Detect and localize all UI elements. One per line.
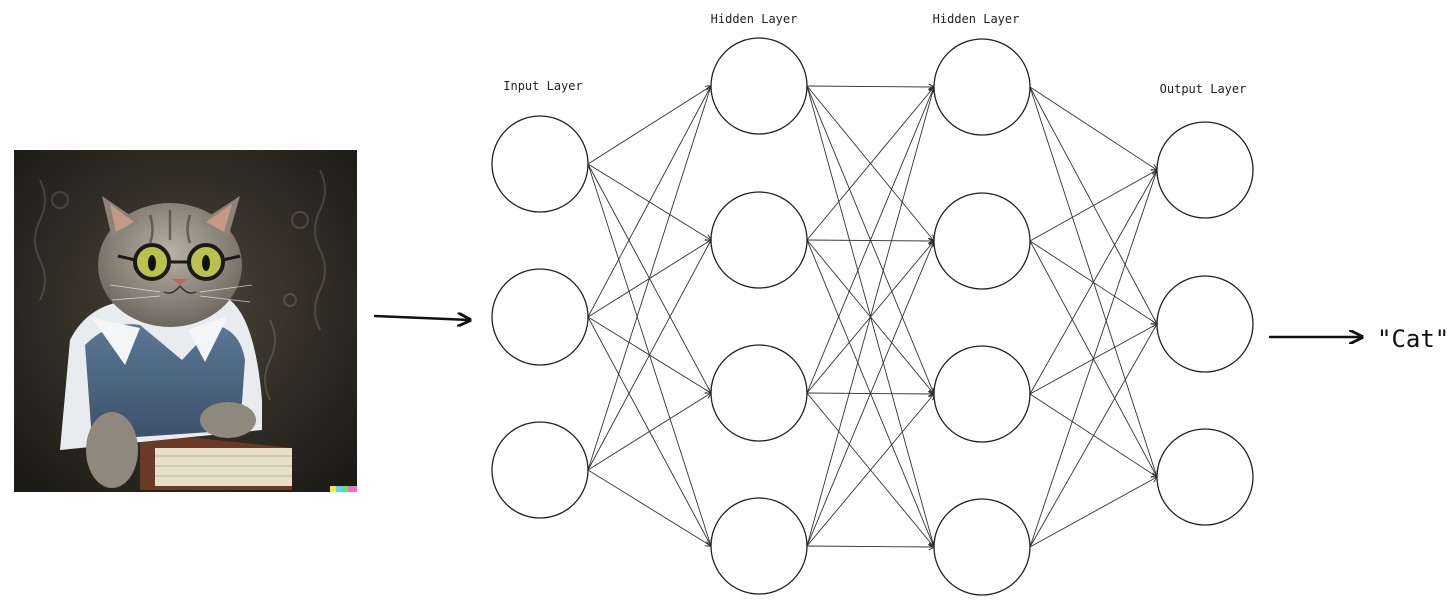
neuron-hidden1-1	[710, 37, 808, 135]
connection-l0-1-to-0	[587, 86, 711, 318]
connection-l2-2-to-0	[1029, 170, 1157, 395]
connection-l0-2-to-2	[587, 393, 711, 471]
connections	[587, 86, 1157, 548]
cat-photo	[14, 150, 357, 492]
neuron-hidden2-3	[933, 345, 1031, 443]
connection-l0-2-to-3	[587, 469, 711, 546]
neuron-hidden1-2	[710, 191, 808, 289]
connection-l2-3-to-2	[1029, 477, 1157, 548]
connection-l2-1-to-0	[1029, 170, 1157, 242]
neuron-output-2	[1156, 275, 1254, 373]
connection-l0-0-to-0	[587, 86, 711, 165]
connection-l0-2-to-0	[587, 86, 711, 471]
input-arrow	[373, 316, 470, 320]
neuron-output-1	[1156, 121, 1254, 219]
neuron-hidden2-4	[933, 498, 1031, 596]
connection-l1-1-to-0	[806, 87, 934, 241]
neuron-input-3	[491, 421, 589, 519]
neurons	[491, 37, 1254, 596]
connection-l1-0-to-0	[806, 86, 934, 87]
connection-l1-3-to-0	[806, 87, 934, 547]
connection-l2-3-to-1	[1029, 324, 1157, 548]
layer-label-input: Input Layer	[503, 79, 582, 93]
output-label: "Cat"	[1377, 325, 1449, 353]
connection-l1-3-to-2	[806, 394, 934, 547]
connection-l1-3-to-1	[806, 241, 934, 547]
layer-label-hidden-1: Hidden Layer	[711, 12, 798, 26]
connection-l1-3-to-3	[806, 546, 934, 547]
neuron-hidden1-4	[710, 497, 808, 595]
connection-l0-2-to-1	[587, 240, 711, 471]
neuron-hidden2-2	[933, 192, 1031, 290]
neuron-input-2	[491, 268, 589, 366]
neuron-input-1	[491, 115, 589, 213]
layer-label-output: Output Layer	[1160, 82, 1247, 96]
neuron-hidden2-1	[933, 38, 1031, 136]
neuron-hidden1-3	[710, 344, 808, 442]
connection-l1-2-to-0	[806, 87, 934, 394]
connection-l2-0-to-0	[1029, 86, 1157, 170]
neuron-output-3	[1156, 428, 1254, 526]
connection-l2-3-to-0	[1029, 170, 1157, 548]
layer-label-hidden-2: Hidden Layer	[933, 12, 1020, 26]
